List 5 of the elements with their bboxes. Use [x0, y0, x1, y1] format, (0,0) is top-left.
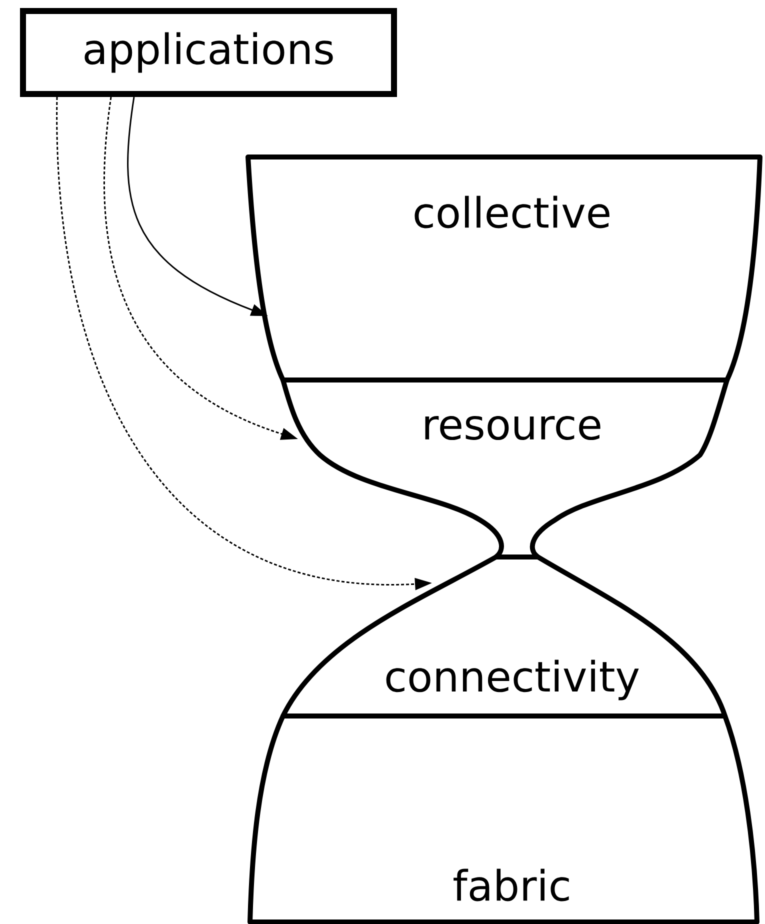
- layer-band: fabric: [248, 715, 760, 924]
- layer-band: resource: [280, 379, 730, 560]
- layer-band: collective: [246, 154, 762, 382]
- label-box: applications: [20, 8, 397, 97]
- layer-band: connectivity: [280, 554, 728, 718]
